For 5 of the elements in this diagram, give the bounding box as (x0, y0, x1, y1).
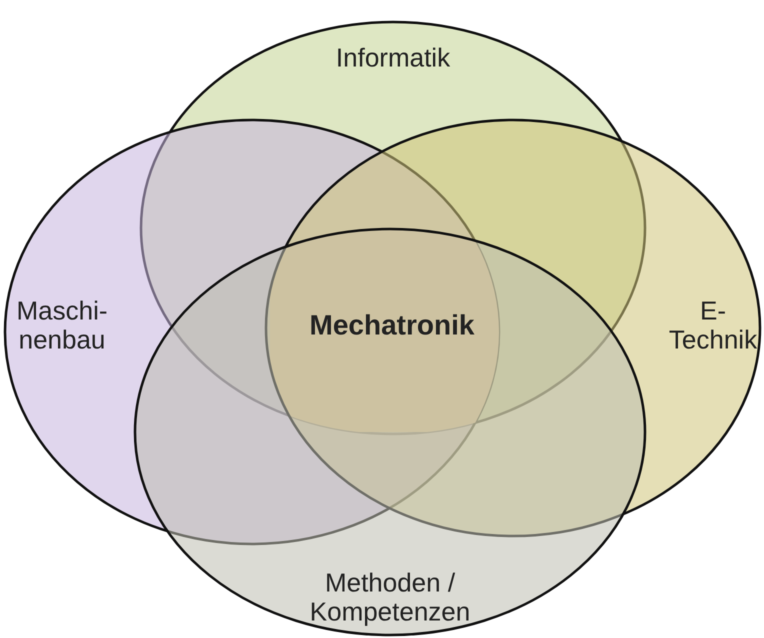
circle-label: Maschi- nenbau (15, 296, 108, 354)
circle-label: E- Technik (668, 296, 758, 354)
circle-label: Methoden / Kompetenzen (308, 568, 472, 626)
center-label: Mechatronik (308, 310, 476, 342)
circle-label: Informatik (334, 44, 452, 72)
